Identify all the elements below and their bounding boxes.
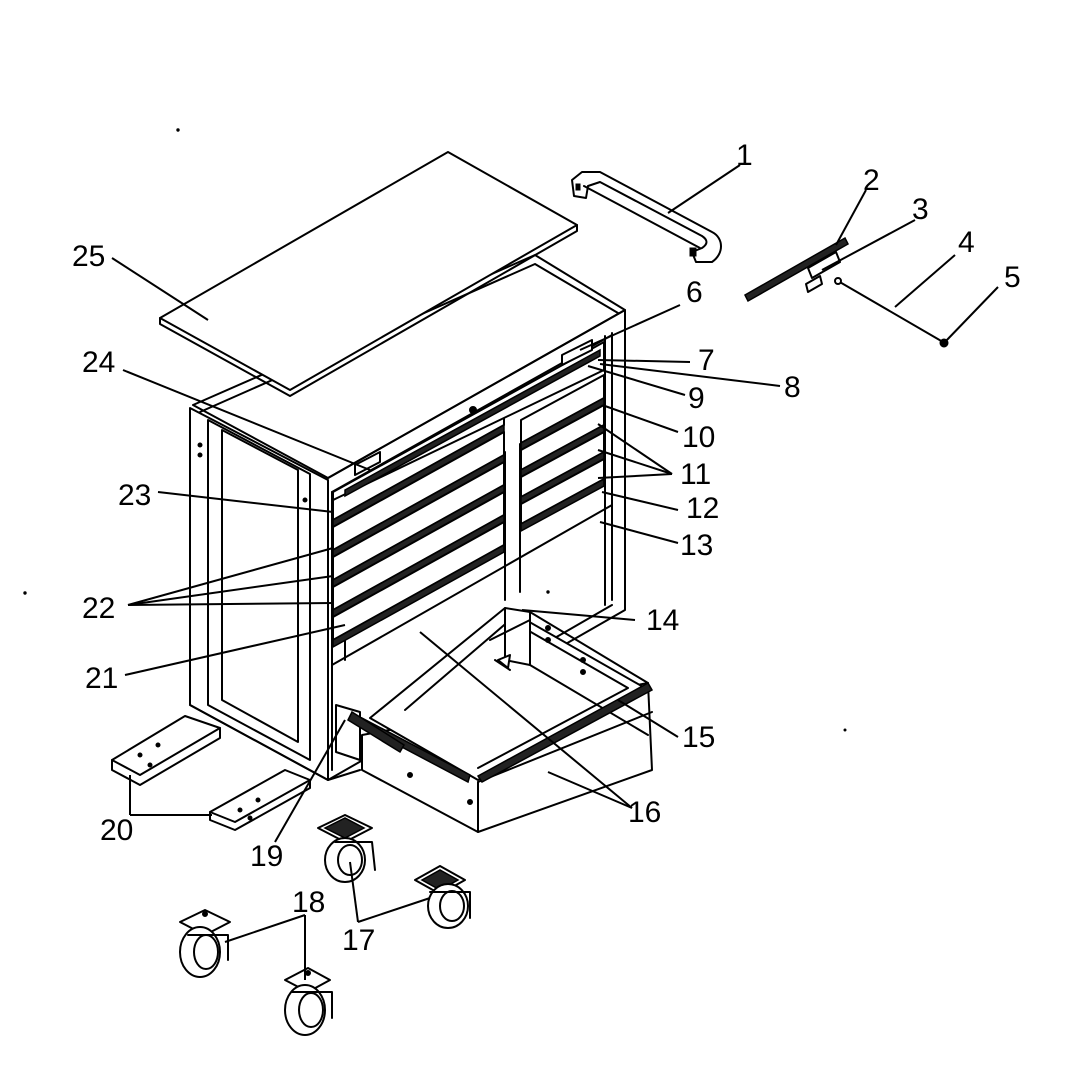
caster-swivel-1 xyxy=(179,909,231,978)
side-handle xyxy=(571,171,722,263)
callout-21: 21 xyxy=(85,662,118,695)
callout-5: 5 xyxy=(1004,261,1021,294)
callout-11: 11 xyxy=(680,458,711,491)
callout-13: 13 xyxy=(680,529,713,562)
callout-14: 14 xyxy=(646,604,679,637)
callout-4: 4 xyxy=(958,226,975,259)
callout-10: 10 xyxy=(682,421,715,454)
left-drawer-stack xyxy=(332,404,505,649)
callout-9: 9 xyxy=(688,382,705,415)
callout-24: 24 xyxy=(82,346,115,379)
lock-bar-assembly xyxy=(744,236,949,348)
caster-mounting-plates xyxy=(111,715,311,831)
callout-labels: 1 2 3 4 5 6 7 8 9 10 11 12 13 14 15 16 1… xyxy=(72,139,1021,957)
caster-rigid-1 xyxy=(317,814,376,883)
callout-8: 8 xyxy=(784,371,801,404)
cabinet-body xyxy=(189,254,626,781)
callout-20: 20 xyxy=(100,814,133,847)
callout-3: 3 xyxy=(912,193,929,226)
callout-25: 25 xyxy=(72,240,105,273)
caster-swivel-2 xyxy=(284,967,333,1036)
callout-1: 1 xyxy=(736,139,753,172)
callout-22: 22 xyxy=(82,592,115,625)
callout-23: 23 xyxy=(118,479,151,512)
callout-12: 12 xyxy=(686,492,719,525)
callout-7: 7 xyxy=(698,344,715,377)
callout-2: 2 xyxy=(863,164,880,197)
callout-17: 17 xyxy=(342,924,375,957)
right-drawer-stack xyxy=(520,374,605,533)
callout-19: 19 xyxy=(250,840,283,873)
caster-rigid-2 xyxy=(414,865,471,929)
leader-lines xyxy=(111,164,999,980)
callout-6: 6 xyxy=(686,276,703,309)
top-mat xyxy=(159,151,578,397)
callout-18: 18 xyxy=(292,886,325,919)
bottom-drawer xyxy=(335,607,654,833)
callout-16: 16 xyxy=(628,796,661,829)
callout-15: 15 xyxy=(682,721,715,754)
